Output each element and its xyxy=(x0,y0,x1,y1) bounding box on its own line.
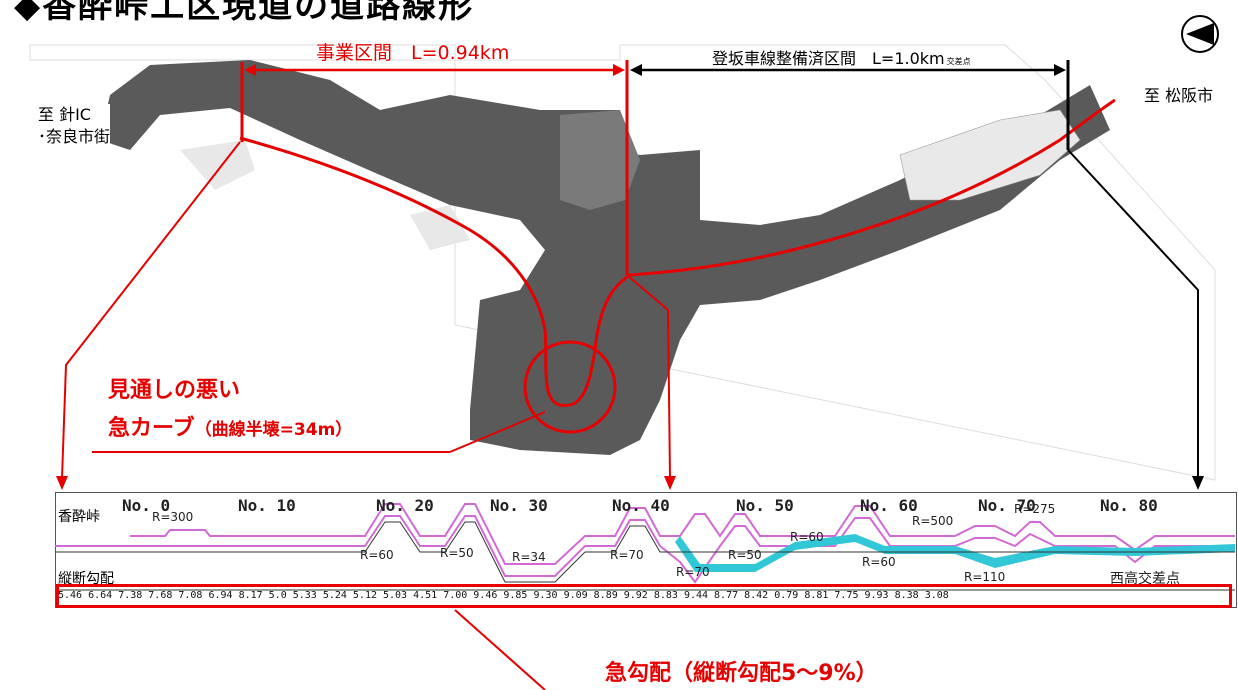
grade-value: 9.44 xyxy=(683,590,709,601)
profile-pink-lower xyxy=(55,515,1235,584)
grade-highlight-box xyxy=(56,584,1232,608)
profile-pink-upper xyxy=(130,503,1235,565)
radius-label: R=70 xyxy=(676,565,710,579)
grade-value: 3.08 xyxy=(924,590,949,601)
curve-note-line1: 見通しの悪い xyxy=(108,378,241,403)
grade-value-strip: 5.46 6.64 7.38 7.68 7.08 6.94 8.17 5.0 5… xyxy=(58,590,1234,604)
project-arrow-head-right xyxy=(613,64,625,76)
map-field-grid xyxy=(899,109,1081,201)
radius-label: R=50 xyxy=(728,548,762,562)
station-label: No. 80 xyxy=(1100,496,1158,515)
to-west-line1: 至 針IC xyxy=(38,105,91,124)
map-terrain-main xyxy=(100,60,1110,455)
leader-center-head xyxy=(664,476,676,490)
radius-label: R=34 xyxy=(512,550,546,564)
leader-west-head xyxy=(56,476,68,490)
grade-value: 8.83 xyxy=(653,590,678,601)
station-label: No. 40 xyxy=(612,496,670,515)
slope-note: 急勾配（縦断勾配5～9%） xyxy=(605,661,878,686)
grade-value: 5.0 xyxy=(268,590,287,601)
grade-value: 6.64 xyxy=(88,590,113,601)
station-label: No. 20 xyxy=(376,496,434,515)
page-title: ◆香酔峠工区現道の道路線形 xyxy=(14,0,475,26)
climbing-section-text: 登坂車線整備済区間 L=1.0km xyxy=(712,49,945,68)
station-label: No. 60 xyxy=(860,496,918,515)
curve-note: 見通しの悪い 急カーブ（曲線半壊=34m） xyxy=(108,372,352,442)
grade-value: 8.77 xyxy=(714,590,739,601)
curve-leader xyxy=(449,411,546,453)
radius-label: R=50 xyxy=(440,546,474,560)
grade-value: 7.00 xyxy=(443,590,468,601)
station-label: No. 10 xyxy=(238,496,296,515)
radius-label: R=60 xyxy=(862,555,896,569)
climbing-arrow-head-left xyxy=(630,64,642,76)
radius-label: R=70 xyxy=(610,548,644,562)
to-west-line2: ･奈良市街 xyxy=(38,127,111,146)
leader-east-head xyxy=(1192,476,1204,490)
grade-value: 9.30 xyxy=(533,590,558,601)
grade-value: 9.93 xyxy=(864,590,889,601)
map-terrain-inner xyxy=(560,110,640,210)
to-west-label: 至 針IC ･奈良市街 xyxy=(38,104,111,148)
map-white-patch xyxy=(180,140,255,190)
profile-label-bottom: 縦断勾配 xyxy=(58,571,114,587)
grade-value: 5.33 xyxy=(292,590,317,601)
grade-value: 8.81 xyxy=(804,590,829,601)
map-white-patch-2 xyxy=(410,205,470,250)
climbing-section-small: 交差点 xyxy=(946,57,971,66)
profile-graph xyxy=(55,503,1235,591)
curve-note-line2a: 急カーブ xyxy=(108,416,195,441)
grade-value: 9.09 xyxy=(563,590,588,601)
intersection-label: 西高交差点 xyxy=(1110,571,1180,587)
station-label: No. 0 xyxy=(122,496,171,515)
curve-note-line2b: （曲線半壊=34m） xyxy=(194,420,353,440)
grade-value: 8.89 xyxy=(593,590,618,601)
profile-cyan-band xyxy=(675,534,1235,572)
station-label: No. 70 xyxy=(978,496,1036,515)
station-label: No. 30 xyxy=(490,496,548,515)
north-arrow-icon xyxy=(1181,15,1219,53)
radius-label: R=110 xyxy=(964,570,1006,584)
sharp-curve-circle xyxy=(523,340,617,434)
leader-center xyxy=(626,274,671,479)
profile-label-top: 香酔峠 xyxy=(58,509,100,525)
grade-value: 5.12 xyxy=(352,590,377,601)
project-section-label: 事業区間 L=0.94km xyxy=(316,42,510,64)
grade-value: 9.46 xyxy=(473,590,498,601)
slope-leader xyxy=(454,609,546,690)
radius-label: R=60 xyxy=(790,530,824,544)
grade-value: 7.75 xyxy=(834,590,859,601)
grade-value: 8.42 xyxy=(744,590,769,601)
radius-label: R=300 xyxy=(152,510,194,524)
grade-value: 6.94 xyxy=(208,590,233,601)
grade-value: 8.17 xyxy=(238,590,263,601)
grade-value: 0.79 xyxy=(774,590,799,601)
grade-value: 4.51 xyxy=(413,590,438,601)
grade-value: 9.85 xyxy=(503,590,528,601)
grade-value: 7.68 xyxy=(148,590,173,601)
grade-value: 5.03 xyxy=(383,590,408,601)
grade-value: 5.24 xyxy=(322,590,347,601)
profile-black-line xyxy=(55,521,1235,583)
grade-value: 8.38 xyxy=(894,590,919,601)
grade-value: 7.08 xyxy=(178,590,203,601)
grade-value: 7.38 xyxy=(118,590,143,601)
grade-value: 5.46 xyxy=(58,590,83,601)
station-label: No. 50 xyxy=(736,496,794,515)
radius-label: R=275 xyxy=(1014,502,1056,516)
grade-value: 9.92 xyxy=(623,590,648,601)
leader-east xyxy=(1067,149,1199,478)
radius-label: R=60 xyxy=(360,548,394,562)
leader-west xyxy=(61,141,241,479)
to-east-label: 至 松阪市 xyxy=(1144,86,1214,105)
project-arrow-head-left xyxy=(244,64,256,76)
radius-label: R=500 xyxy=(912,514,954,528)
climbing-arrow-head-right xyxy=(1054,64,1066,76)
